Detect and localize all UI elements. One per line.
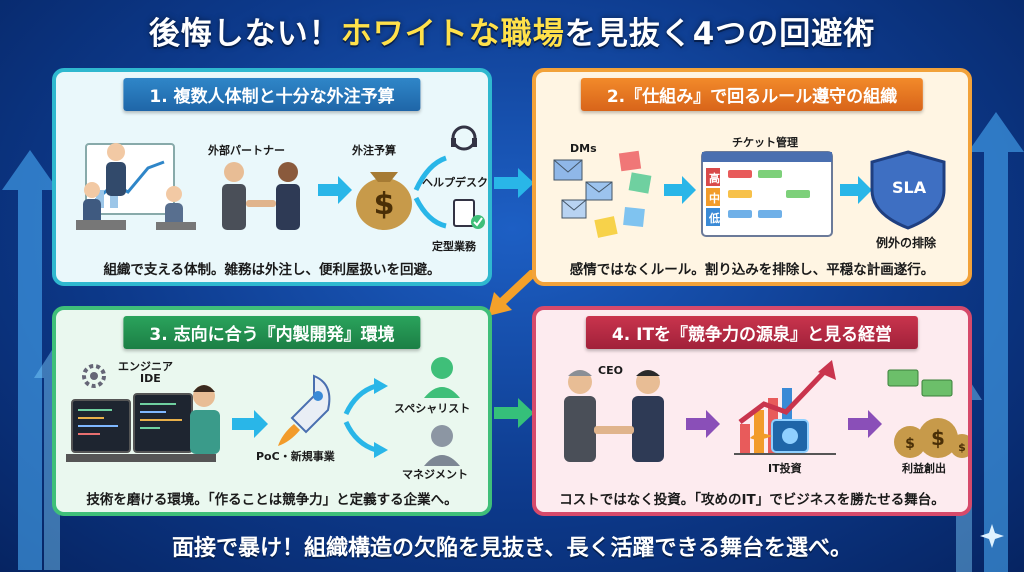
- label-priority-low: 低: [709, 212, 720, 225]
- svg-text:$: $: [905, 436, 915, 452]
- label-ide: IDE: [140, 372, 161, 385]
- page-title: 後悔しない！ホワイトな職場を見抜く4つの回避術: [0, 8, 1024, 53]
- label-outsourcing-budget: 外注予算: [352, 144, 396, 157]
- background-arrow-left-icon: [2, 150, 58, 570]
- executive-investment-illustration: $ $ $: [564, 360, 968, 462]
- background-arrow-right-icon: [968, 112, 1024, 572]
- footer-message: 面接で暴け！組織構造の欠陥を見抜き、長く活躍できる舞台を選べ。: [171, 536, 853, 561]
- panel3-caption: 技術を磨ける環境。「作ることは競争力」と定義する企業へ。: [86, 492, 458, 508]
- label-external-partner: 外部パートナー: [208, 144, 285, 157]
- svg-text:$: $: [958, 441, 966, 454]
- label-ticket-management: チケット管理: [732, 136, 798, 149]
- arrow-panel1-to-panel2-icon: [494, 168, 534, 198]
- panel-in-house-development: 3. 志向に合う『内製開発』環境 エンジニア IDE PoC・新規事業 スペシャ…: [52, 306, 492, 516]
- label-priority-mid: 中: [709, 192, 720, 205]
- panel2-caption: 感情ではなくルール。割り込みを排除し、平穏な計画遂行。: [569, 262, 935, 278]
- label-priority-high: 高: [709, 172, 720, 185]
- engineer-career-illustration: [66, 357, 460, 466]
- panel-multi-person-structure: $ 1. 複数人体制と十分な外注予算 外部パートナー 外注予算 ヘルプデスク 定…: [52, 68, 492, 286]
- ticket-management-illustration: [553, 150, 946, 238]
- panel4-caption: コストではなく投資。「攻めのIT」でビジネスを勝たせる舞台。: [559, 492, 945, 508]
- arrow-panel2-to-panel3-icon: [488, 270, 538, 316]
- label-engineer: エンジニア: [118, 360, 173, 373]
- label-helpdesk: ヘルプデスク: [422, 176, 488, 189]
- label-specialist: スペシャリスト: [394, 402, 471, 415]
- panel4-heading: 4. ITを『競争力の源泉』と見る経営: [585, 316, 919, 349]
- label-ceo: CEO: [598, 364, 623, 377]
- panel1-heading: 1. 複数人体制と十分な外注予算: [123, 78, 421, 111]
- svg-text:$: $: [931, 426, 945, 450]
- label-exception-removal: 例外の排除: [876, 236, 937, 250]
- title-part1: 後悔しない！: [148, 16, 341, 52]
- label-routine-work: 定型業務: [432, 240, 476, 253]
- arrow-panel3-to-panel4-icon: [494, 398, 534, 428]
- panel-it-as-competitive-source: $ $ $ 4. ITを『競争力の源泉』と見る経営 CEO IT投資 利益創出 …: [532, 306, 972, 516]
- sparkle-icon: [980, 524, 1004, 548]
- label-profit-creation: 利益創出: [902, 462, 946, 475]
- panel3-heading: 3. 志向に合う『内製開発』環境: [123, 316, 421, 349]
- svg-text:$: $: [374, 187, 395, 222]
- panel1-caption: 組織で支える体制。雑務は外注し、便利屋扱いを回避。: [103, 262, 441, 278]
- label-dms: DMs: [570, 142, 597, 155]
- panel2-heading: 2.『仕組み』で回るルール遵守の組織: [580, 78, 924, 111]
- label-management: マネジメント: [402, 468, 468, 481]
- sla-shield-text: SLA: [892, 178, 927, 197]
- label-it-investment: IT投資: [768, 462, 802, 475]
- title-part2: を見抜く4つの回避術: [564, 16, 876, 52]
- title-highlight: ホワイトな職場: [340, 16, 565, 52]
- panel-rule-based-organization: 2.『仕組み』で回るルール遵守の組織 DMs チケット管理 高 中 低 SLA …: [532, 68, 972, 286]
- team-outsourcing-illustration: $: [76, 125, 485, 230]
- label-poc-new-business: PoC・新規事業: [256, 450, 335, 463]
